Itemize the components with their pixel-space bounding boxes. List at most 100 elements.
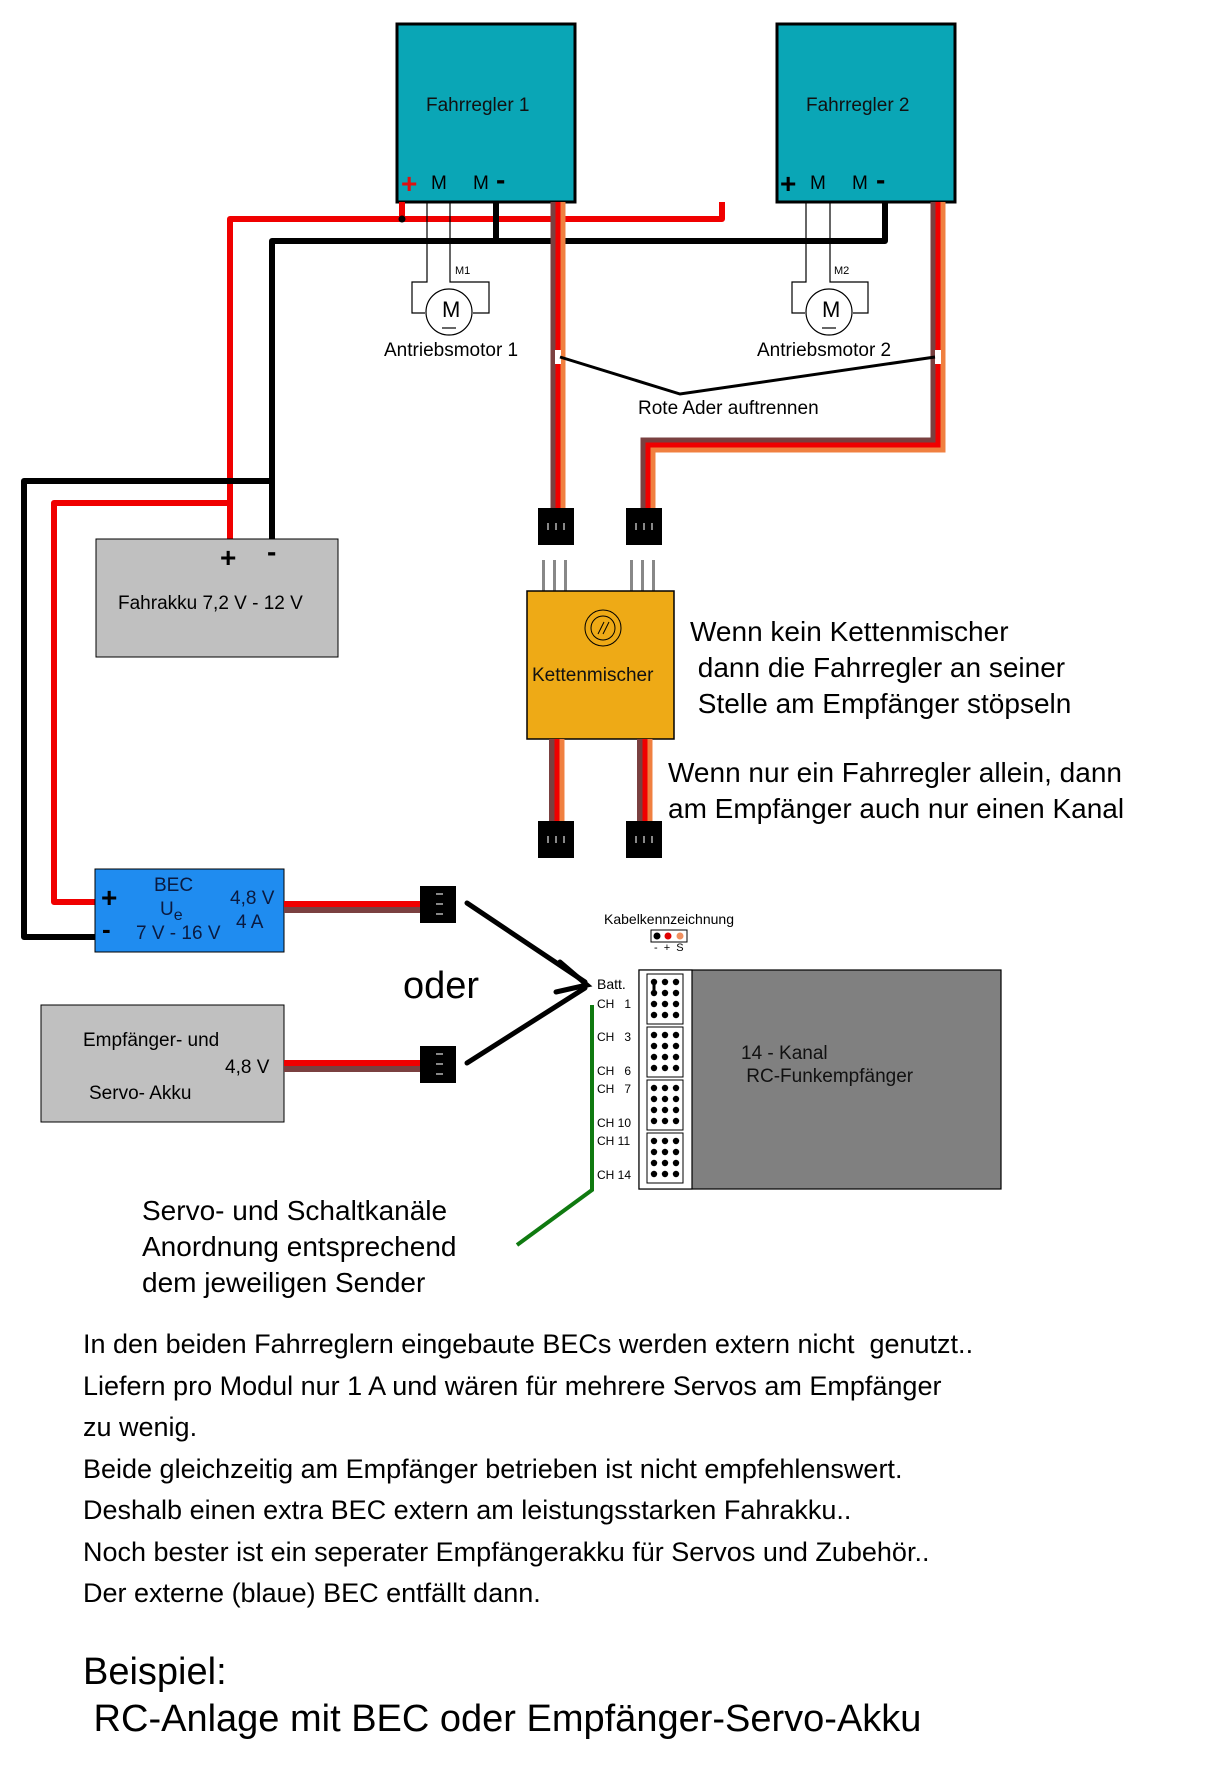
cable-legend-signs: - + S: [654, 942, 684, 954]
rx-battery-voltage: 4,8 V: [225, 1057, 270, 1078]
note-line: Servo- und Schaltkanäle: [142, 1195, 448, 1226]
bec-ue: U: [160, 899, 174, 920]
bec-ue-label: Ue: [160, 900, 183, 924]
receiver-pin: [661, 1159, 669, 1167]
motor1-lead-right: [449, 202, 490, 314]
receiver-pin: [672, 1095, 680, 1103]
channel-label: CH 6: [597, 1064, 632, 1078]
channel-label: CH 1: [597, 997, 632, 1011]
receiver-pin: [661, 1137, 669, 1145]
receiver-title-line1: 14 - Kanal: [741, 1043, 828, 1064]
receiver-pin: [672, 989, 680, 997]
controller-1-title: Fahrregler 1: [426, 95, 530, 116]
motor2-lead-right: [829, 202, 869, 314]
receiver-pin: [650, 1159, 658, 1167]
mixer-label: Kettenmischer: [532, 665, 654, 686]
motor-2-symbol-label: M: [822, 297, 841, 322]
footer-caption: RC-Anlage mit BEC oder Empfänger-Servo-A…: [83, 1698, 922, 1740]
paragraph-line: Beide gleichzeitig am Empfänger betriebe…: [83, 1453, 903, 1484]
receiver-pin: [650, 1148, 658, 1156]
wire-black-minus-main: [269, 202, 499, 540]
paragraph-line: In den beiden Fahrreglern eingebaute BEC…: [83, 1329, 974, 1359]
servo-connector: [626, 508, 662, 545]
oder-label: oder: [403, 965, 480, 1007]
rx-battery-line2: Servo- Akku: [89, 1083, 192, 1104]
receiver-pin: [650, 1170, 658, 1178]
receiver-pin: [661, 1042, 669, 1050]
note-line: Stelle am Empfänger stöpseln: [690, 688, 1072, 719]
explanation-paragraph: In den beiden Fahrreglern eingebaute BEC…: [83, 1324, 973, 1615]
receiver-pin: [661, 1170, 669, 1178]
servo-cable-mixer-out-1: [549, 739, 565, 822]
cable-color-legend: [650, 929, 688, 943]
receiver-pin: [650, 1117, 658, 1125]
receiver-pin-blocks: [646, 973, 684, 1184]
receiver-pin: [650, 1031, 658, 1039]
receiver-pin: [672, 1053, 680, 1061]
receiver-pin: [650, 1084, 658, 1092]
servo-cable-esc2: [640, 202, 946, 515]
motor-2-label: Antriebsmotor 2: [757, 340, 892, 361]
receiver-pin: [672, 1042, 680, 1050]
receiver-pin: [661, 1106, 669, 1114]
potentiometer-icon: [584, 609, 622, 647]
receiver-pin: [650, 1106, 658, 1114]
paragraph-line: zu wenig.: [83, 1412, 198, 1442]
motor-2-tag: M2: [834, 265, 850, 277]
channel-label: CH 11: [597, 1134, 631, 1148]
servo-connector: [538, 508, 574, 545]
cut-red-wire-note: Rote Ader auftrennen: [638, 398, 819, 419]
channel-label: CH 7: [597, 1082, 632, 1096]
receiver-pin: [661, 978, 669, 986]
receiver-pin: [672, 1031, 680, 1039]
cut-mark-1: [555, 350, 561, 364]
junction-dot: [398, 215, 406, 223]
rx-battery-connector: [420, 1046, 456, 1083]
drive-battery-plus: +: [220, 542, 237, 573]
bec-input-range: 7 V - 16 V: [136, 923, 221, 944]
motor-2-symbol: [805, 288, 853, 336]
receiver-pin: [661, 989, 669, 997]
motor2-lead-left: [791, 202, 807, 314]
receiver-title-line2: RC-Funkempfänger: [741, 1066, 914, 1087]
bec-output-voltage: 4,8 V: [230, 888, 275, 909]
drive-battery-minus: -: [267, 536, 277, 567]
receiver-pin: [650, 1137, 658, 1145]
controller-1-minus: -: [496, 164, 506, 195]
note-single-controller: Wenn nur ein Fahrregler allein, dann am …: [668, 755, 1124, 827]
channels-note: Servo- und Schaltkanäle Anordnung entspr…: [142, 1193, 456, 1301]
bec-minus: -: [102, 914, 111, 944]
receiver-pin: [661, 1084, 669, 1092]
receiver-pin: [650, 1095, 658, 1103]
receiver-pin: [661, 1148, 669, 1156]
note-line: am Empfänger auch nur einen Kanal: [668, 793, 1125, 824]
bec-ue-sub: e: [173, 906, 183, 924]
controller-1-plus: +: [401, 168, 418, 199]
channel-label: CH 10: [597, 1116, 632, 1130]
paragraph-line: Noch bester ist ein seperater Empfängera…: [83, 1536, 930, 1567]
channel-label-batt: Batt.: [597, 976, 626, 992]
note-line: Anordnung entsprechend: [142, 1231, 457, 1262]
receiver-pin: [661, 1053, 669, 1061]
controller-2-plus: +: [780, 168, 797, 199]
note-line: Wenn nur ein Fahrregler allein, dann: [668, 757, 1122, 788]
motor-1-tag: M1: [455, 265, 471, 277]
receiver-pin: [661, 1031, 669, 1039]
speed-controller-2: [775, 22, 957, 204]
motor1-lead-left: [411, 202, 428, 314]
channel-label: CH 3: [597, 1030, 632, 1044]
receiver-pin: [672, 1159, 680, 1167]
channel-label: CH 14: [597, 1168, 632, 1182]
controller-1-motor-terminal-b: M: [473, 173, 489, 194]
wire-red-to-bec: [51, 500, 230, 905]
receiver-pin: [661, 1095, 669, 1103]
controller-1-motor-terminal-a: M: [431, 173, 447, 194]
receiver-pin: [650, 1011, 658, 1019]
receiver-pin: [672, 1148, 680, 1156]
wire-red-plus-esc2: [402, 202, 725, 222]
drive-battery: [95, 538, 339, 658]
channel-bracket-line: [515, 1005, 594, 1247]
motor-1-symbol-label: M: [442, 297, 461, 322]
receiver-pin: [661, 1064, 669, 1072]
